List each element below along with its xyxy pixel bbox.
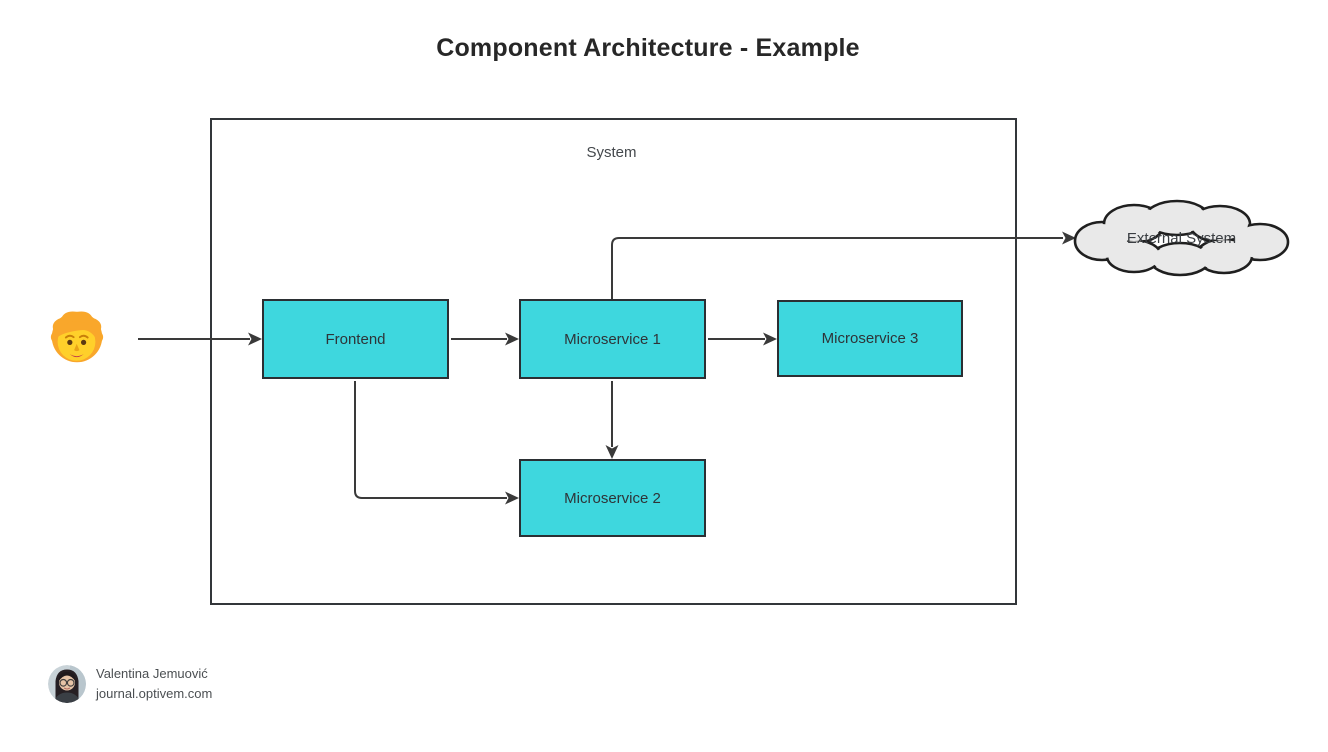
user-actor bbox=[46, 308, 108, 370]
system-boundary-box bbox=[210, 118, 1017, 605]
page-title: Component Architecture - Example bbox=[436, 34, 860, 62]
node-external-system-label: External System bbox=[1126, 230, 1237, 247]
node-frontend: Frontend bbox=[262, 299, 449, 379]
author-website: journal.optivem.com bbox=[96, 686, 213, 701]
node-microservice-2: Microservice 2 bbox=[519, 459, 706, 537]
author-name: Valentina Jemuović bbox=[96, 666, 208, 681]
node-external-system: External System bbox=[1071, 197, 1292, 280]
node-frontend-label: Frontend bbox=[325, 330, 386, 348]
cloud-shape-icon bbox=[1073, 199, 1290, 277]
system-label: System bbox=[586, 144, 637, 161]
footer-attribution: Valentina Jemuović journal.optivem.com bbox=[48, 664, 212, 704]
node-microservice-1: Microservice 1 bbox=[519, 299, 706, 379]
person-emoji-icon bbox=[50, 311, 104, 363]
node-microservice-2-label: Microservice 2 bbox=[564, 489, 661, 507]
author-avatar-image bbox=[48, 665, 86, 703]
node-microservice-3: Microservice 3 bbox=[777, 300, 963, 377]
author-avatar bbox=[48, 665, 86, 703]
node-microservice-3-label: Microservice 3 bbox=[821, 330, 919, 347]
node-microservice-1-label: Microservice 1 bbox=[564, 330, 661, 348]
